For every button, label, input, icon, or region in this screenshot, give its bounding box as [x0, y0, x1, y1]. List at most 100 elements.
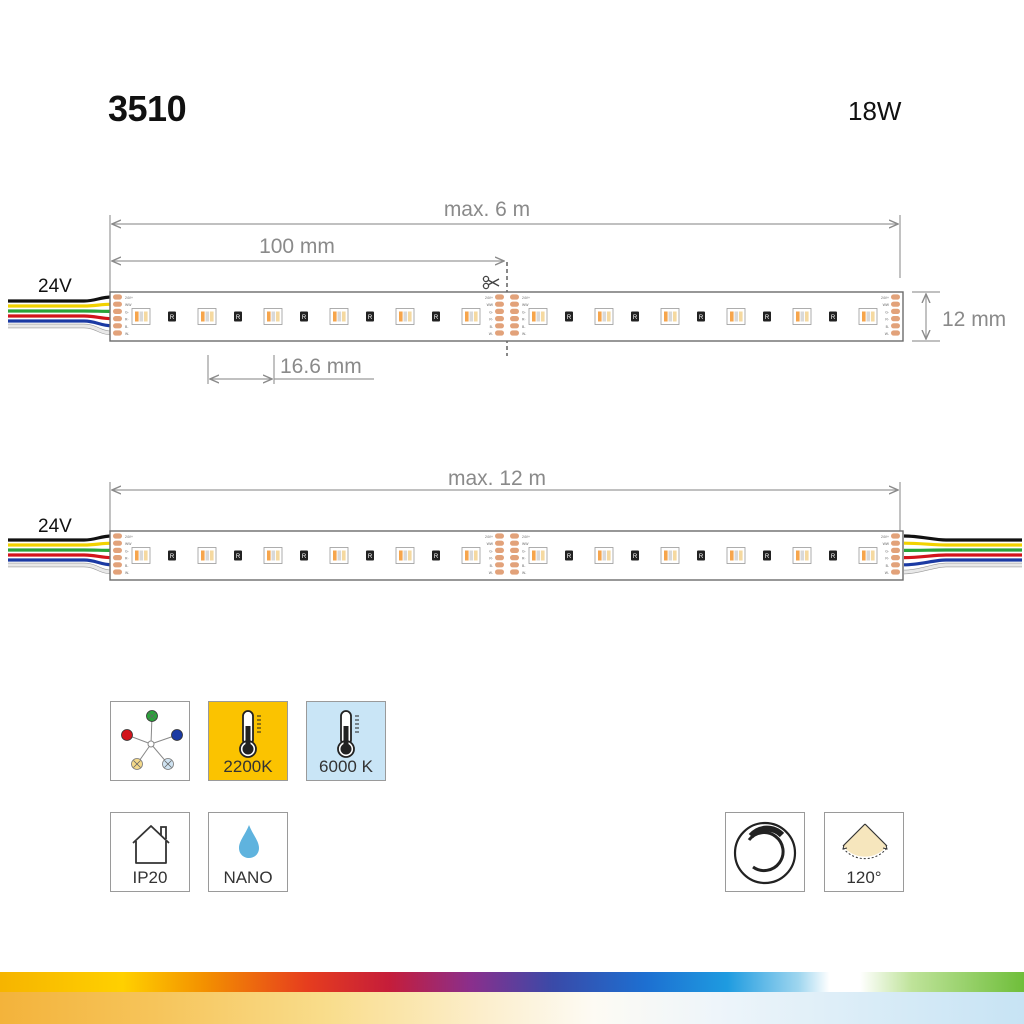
solder-pad — [891, 330, 900, 336]
wire — [903, 553, 1022, 560]
resistor — [300, 311, 308, 322]
power-rating: 18W — [848, 96, 902, 126]
led-channel — [342, 311, 346, 322]
voltage-label-single: 24V — [38, 276, 72, 297]
solder-pad — [510, 294, 519, 300]
strip-pcb — [109, 291, 904, 342]
led-channel — [734, 550, 739, 561]
max-length-12-label: max. 12 m — [448, 467, 546, 490]
led-channel — [805, 311, 809, 322]
wire — [8, 302, 113, 308]
red-led-dot — [121, 729, 133, 741]
led-channel — [871, 550, 875, 561]
nano-coating-icon: NANO — [208, 812, 288, 892]
solder-pad — [510, 301, 519, 307]
solder-pad — [510, 540, 519, 546]
dimension-max-length-6m: max. 6 m — [109, 198, 901, 292]
wire — [8, 314, 113, 321]
resistor-label: R — [368, 315, 373, 321]
resistor — [168, 311, 176, 322]
rgb-spectrum-bar — [0, 972, 1024, 992]
solder-pad — [891, 316, 900, 322]
led-channel — [664, 550, 668, 561]
solder-pad — [495, 562, 504, 568]
resistor-label: R — [368, 554, 373, 560]
scissors-icon — [482, 275, 500, 290]
resistor — [565, 311, 573, 322]
resistor-label: R — [170, 315, 175, 321]
pad-label: R- — [522, 557, 526, 561]
thermometer-cool-icon — [337, 710, 359, 758]
dimension-cut-length: 100 mm — [112, 235, 504, 261]
resistor-label: R — [831, 554, 836, 560]
resistor — [763, 311, 771, 322]
resistor — [366, 311, 374, 322]
led-channel — [541, 550, 545, 561]
led-channel — [144, 550, 148, 561]
ip-rating-icon: IP20 — [110, 812, 190, 892]
resistor-label: R — [302, 315, 307, 321]
wire — [8, 295, 113, 303]
pad-label: W- — [522, 332, 526, 336]
pad-label: W- — [522, 571, 526, 575]
solder-pad — [495, 540, 504, 546]
dimension-led-pitch: 16.6 mm — [207, 355, 374, 384]
solder-pad — [891, 569, 900, 575]
pad-label: R- — [489, 318, 493, 322]
pad-label: WW — [522, 542, 529, 546]
led-channel — [607, 550, 611, 561]
led-channel — [469, 550, 474, 561]
led-channel — [739, 550, 743, 561]
solder-pad — [495, 316, 504, 322]
pad-label: W- — [885, 332, 889, 336]
wire — [8, 558, 113, 567]
dimmer-dial-icon — [733, 821, 797, 885]
led-channel — [673, 311, 677, 322]
led-channel — [342, 550, 346, 561]
resistor — [168, 550, 176, 561]
resistor — [432, 550, 440, 561]
resistor — [432, 311, 440, 322]
pad-label: W- — [885, 571, 889, 575]
dimension-max-length-12m: max. 12 m — [109, 467, 901, 532]
pad-label: WW — [125, 303, 132, 307]
pad-label: B- — [490, 325, 493, 329]
led-channel — [668, 550, 673, 561]
wire — [8, 534, 113, 542]
led-channel — [465, 311, 469, 322]
solder-pad — [891, 323, 900, 329]
resistor — [631, 311, 639, 322]
led-channel — [730, 311, 734, 322]
led-pitch-label: 16.6 mm — [280, 355, 362, 378]
led-channel — [135, 550, 139, 561]
resistor — [631, 550, 639, 561]
pad-label: 24V+ — [125, 535, 133, 539]
wire — [8, 553, 113, 560]
pad-label: 24V+ — [881, 296, 889, 300]
solder-pad — [495, 330, 504, 336]
resistor — [234, 550, 242, 561]
pad-label: B- — [886, 325, 889, 329]
led-channel — [739, 311, 743, 322]
dimension-width: 12 mm — [912, 291, 1006, 342]
resistor — [697, 311, 705, 322]
resistor-label: R — [434, 315, 439, 321]
led-channel — [337, 550, 342, 561]
pad-label: G- — [522, 310, 526, 314]
pad-label: WW — [883, 303, 890, 307]
pad-label: R- — [125, 557, 129, 561]
color-temp-2200k-icon: 2200K — [208, 701, 288, 781]
pad-label: B- — [522, 564, 525, 568]
solder-pad — [510, 533, 519, 539]
led-channel — [862, 311, 866, 322]
pad-label: B- — [522, 325, 525, 329]
led-channel — [536, 311, 541, 322]
led-channel — [602, 311, 607, 322]
solder-pad — [113, 301, 122, 307]
pad-label: B- — [125, 325, 128, 329]
pad-label: 24V+ — [125, 296, 133, 300]
pad-label: W- — [125, 332, 129, 336]
solder-pad — [113, 569, 122, 575]
led-channel — [399, 311, 403, 322]
pad-label: G- — [489, 549, 493, 553]
